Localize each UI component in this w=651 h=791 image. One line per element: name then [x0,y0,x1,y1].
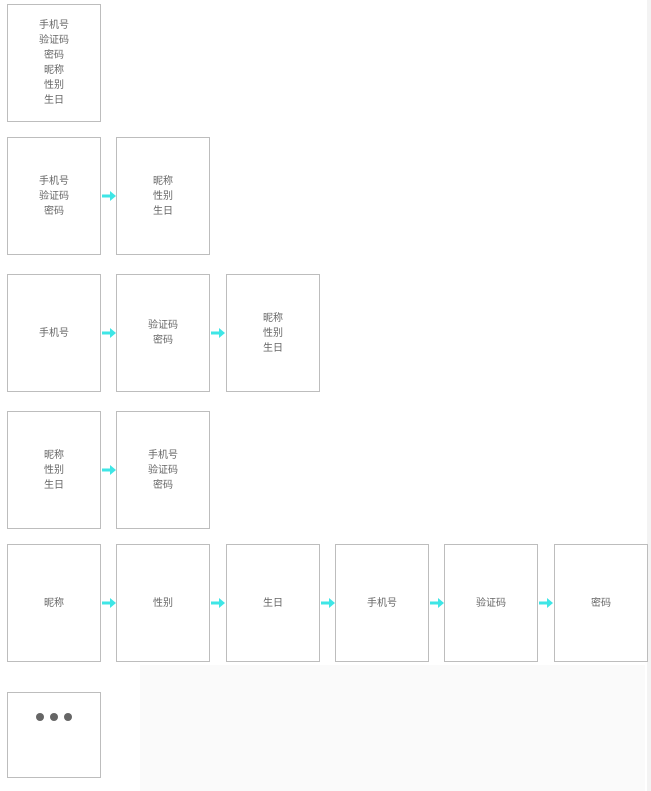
arrow-right-icon [102,598,116,608]
step-label: 验证码 [148,320,178,331]
step-label: 密码 [44,50,64,61]
step-label: 性别 [44,464,64,476]
arrow-right-icon [211,328,225,338]
step-box: 验证码 [444,544,538,662]
step-label: 性别 [44,80,64,91]
arrow-right-icon [102,328,116,338]
step-box [7,692,101,778]
step-box: 密码 [554,544,648,662]
step-label: 密码 [153,335,173,346]
step-label: 昵称 [263,312,283,324]
arrow-right-icon [102,191,116,201]
step-box: 验证码密码 [116,274,210,392]
background-shade [140,665,645,791]
arrow-right-icon [321,598,335,608]
step-label: 验证码 [476,597,506,609]
step-label: 手机号 [39,20,69,31]
step-label: 生日 [44,479,64,491]
arrow-right-icon [211,598,225,608]
step-label: 昵称 [44,597,64,609]
step-box: 性别 [116,544,210,662]
step-label: 生日 [44,95,64,106]
step-box: 手机号验证码密码 [7,137,101,255]
step-label: 生日 [263,342,283,354]
step-label: 昵称 [44,65,64,76]
step-label: 手机号 [367,597,397,609]
step-box: 生日 [226,544,320,662]
step-label: 性别 [263,327,283,339]
step-label: 密码 [591,597,611,609]
ellipsis-icon [36,713,72,721]
step-label: 昵称 [44,449,64,461]
step-label: 昵称 [153,175,173,187]
step-label: 性别 [153,190,173,202]
step-label: 验证码 [148,464,178,476]
step-box: 昵称性别生日 [116,137,210,255]
step-label: 手机号 [39,327,69,339]
arrow-right-icon [430,598,444,608]
step-box: 手机号验证码密码昵称性别生日 [7,4,101,122]
step-box: 手机号验证码密码 [116,411,210,529]
arrow-right-icon [102,465,116,475]
step-label: 手机号 [148,449,178,461]
step-box: 昵称 [7,544,101,662]
step-label: 验证码 [39,35,69,46]
step-label: 生日 [153,205,173,217]
step-label: 生日 [263,597,283,609]
frame-edge [647,0,651,791]
step-label: 密码 [44,205,64,217]
step-label: 性别 [153,597,173,609]
step-label: 密码 [153,479,173,491]
step-box: 手机号 [7,274,101,392]
step-box: 昵称性别生日 [7,411,101,529]
arrow-right-icon [539,598,553,608]
step-box: 手机号 [335,544,429,662]
step-label: 验证码 [39,190,69,202]
step-box: 昵称性别生日 [226,274,320,392]
step-label: 手机号 [39,175,69,187]
